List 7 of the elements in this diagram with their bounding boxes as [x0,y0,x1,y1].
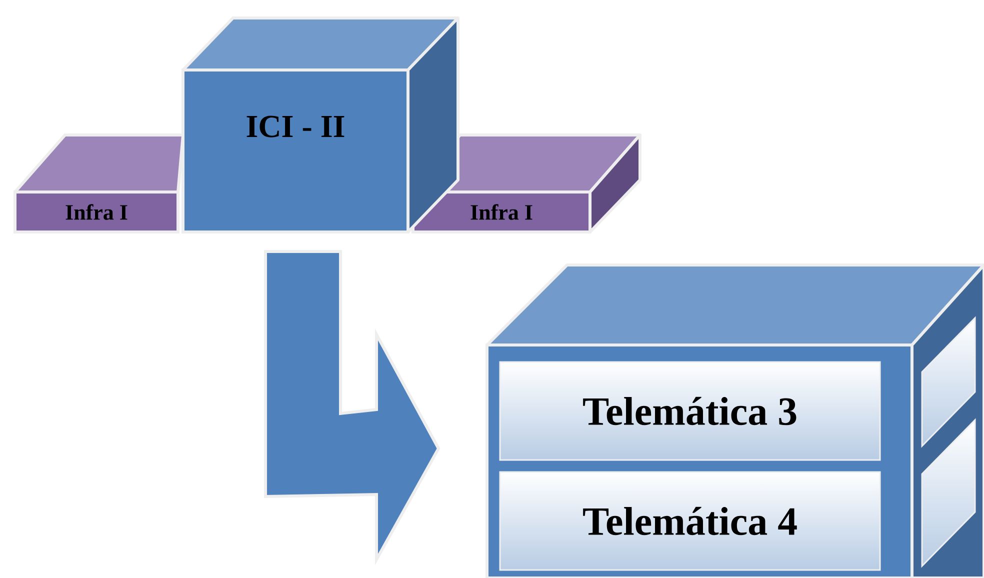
node-label: Infra I [470,204,532,220]
cube-box: ICI - II [182,16,460,234]
slab-box: Infra I [14,134,184,234]
bent-arrow [264,250,440,566]
drawer-box: Telemática 3 [499,361,881,461]
drawer-box: Telemática 4 [499,471,881,571]
node-label: Infra I [66,204,128,220]
